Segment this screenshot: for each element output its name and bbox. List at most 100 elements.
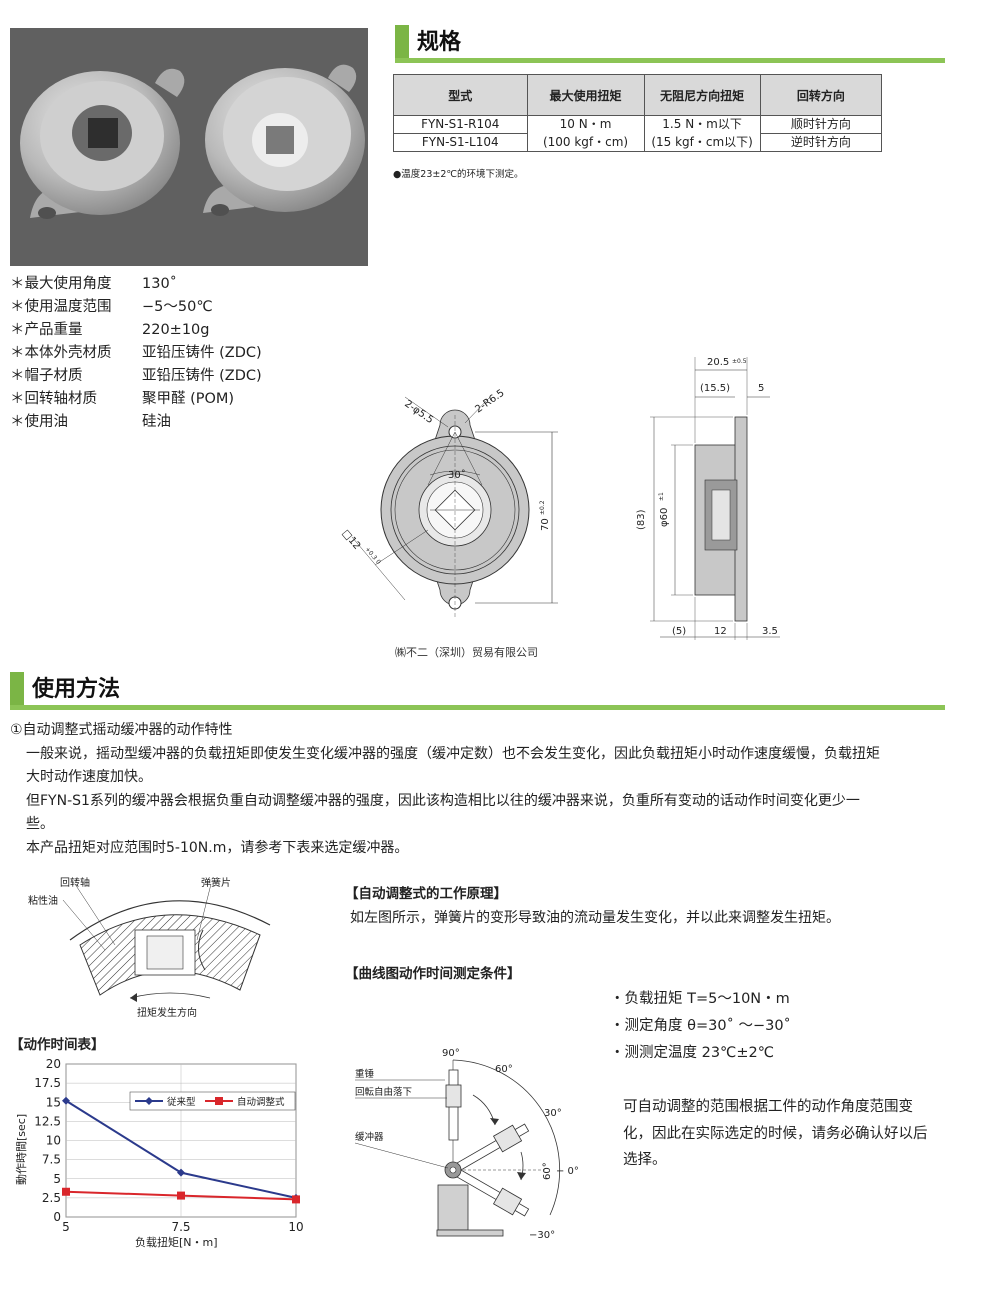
y-tick-label: 17.5 [34, 1076, 61, 1090]
legend-series-1: 自动调整式 [237, 1096, 285, 1108]
list-item: ＊帽子材质亚铅压铸件 (ZDC) [10, 365, 340, 388]
y-tick-label: 5 [53, 1172, 61, 1186]
free-torque-cell: (15 kgf・cm以下) [643, 133, 761, 152]
legend-marker-1 [215, 1097, 223, 1105]
spec-header-free-torque: 无阻尼方向扭矩 [643, 74, 761, 116]
company-label: ㈱不二（深圳）贸易有限公司 [395, 645, 538, 659]
free-torque-cell: 1.5 N・m以下 [643, 115, 761, 134]
model-cell: FYN-S1-R104 [393, 115, 528, 134]
list-item: ・测定角度 θ=30˚ 〜−30˚ [610, 1018, 791, 1034]
closing-line: 化，因此在实际选定的时候，请务必确认好以后 [623, 1125, 928, 1142]
property-value: 硅油 [142, 414, 171, 430]
list-item: ＊回转轴材质聚甲醛 (POM) [10, 388, 340, 411]
y-tick-label: 15 [46, 1095, 61, 1109]
chart-series [62, 1096, 300, 1204]
inner-angle-label: 60° [542, 1162, 553, 1180]
direction-cell: 顺时针方向 [759, 115, 883, 134]
property-value: 亚铅压铸件 (ZDC) [142, 368, 262, 384]
property-label: ＊本体外壳材质 [10, 345, 112, 361]
legend-series-0: 従来型 [167, 1096, 196, 1108]
spring-label: 弹簧片 [201, 876, 231, 889]
spec-header-model: 型式 [393, 74, 528, 116]
technical-drawing: 2-φ5.5 2-R6.5 30˚ □12 +0.3 0 70 ±0.2 20.… [340, 357, 780, 659]
measure-closing: 可自动调整的范围根据工件的动作角度范围变 化，因此在实际选定的时候，请务必确认好… [623, 1094, 928, 1174]
list-item: ＊使用油硅油 [10, 411, 340, 434]
legend-marker-0 [145, 1097, 153, 1105]
data-point [177, 1168, 185, 1177]
section-rule [395, 58, 945, 63]
list-item: ＊使用温度范围 −5～50℃ [10, 296, 340, 319]
data-point [177, 1191, 185, 1200]
angle-0-label: − 0° [556, 1166, 579, 1177]
bottom-dim-c: 3.5 [762, 626, 778, 637]
y-tick-label: 2.5 [42, 1191, 61, 1205]
angle-60-label: 60° [495, 1064, 513, 1075]
y-tick-label: 10 [46, 1134, 61, 1148]
closing-line: 选择。 [623, 1152, 667, 1168]
list-item: ・测测定温度 23℃±2℃ [610, 1045, 775, 1061]
property-label: ＊最大使用角度 [10, 276, 112, 292]
chart-title: 【动作时间表】 [10, 1037, 105, 1053]
chart-ylabel: 動作時間[sec] [14, 1114, 28, 1185]
angle-90-label: 90° [442, 1048, 460, 1059]
spec-header-direction: 回转方向 [759, 74, 883, 116]
x-tick-label: 7.5 [171, 1220, 190, 1234]
list-item: ・负载扭矩 T=5〜10N・m [610, 991, 790, 1007]
x-tick-label: 10 [288, 1220, 303, 1234]
spec-table-header-row: 型式 最大使用扭矩 无阻尼方向扭矩 回转方向 [393, 74, 883, 116]
chart-legend: 従来型 自动调整式 [129, 1091, 296, 1111]
list-item: ＊最大使用角度 130˚ [10, 273, 340, 296]
section-rule [10, 705, 945, 710]
square-label: □12 [340, 528, 363, 552]
hole-label: 2-φ5.5 [402, 398, 435, 426]
property-value: 聚甲醛 (POM) [142, 391, 235, 407]
usage-paragraph: 一般来说，摇动型缓冲器的负载扭矩即使发生变化缓冲器的强度（缓冲定数）也不会发生变… [26, 745, 880, 762]
direction-cell: 逆时针方向 [759, 133, 883, 152]
property-value: 220±10g [142, 322, 210, 338]
data-point [62, 1096, 70, 1105]
side-view: 20.5 ±0.5 (15.5) 5 (83) φ60 ±1 (5) 12 3.… [636, 357, 780, 640]
square-tolerance: +0.3 0 [363, 546, 382, 566]
usage-paragraph: 些。 [26, 816, 54, 832]
y-tick-label: 0 [53, 1210, 61, 1224]
y-tick-label: 12.5 [34, 1114, 61, 1128]
data-point [62, 1187, 70, 1196]
measure-title: 【曲线图动作时间测定条件】 [345, 966, 521, 982]
data-point [292, 1195, 300, 1204]
diameter-tolerance: ±1 [658, 492, 665, 501]
inner-width-label: (15.5) [700, 383, 730, 394]
overall-label: (83) [636, 509, 647, 530]
principle-title: 【自动调整式的工作原理】 [345, 886, 507, 902]
product-photo [10, 28, 368, 266]
height-label: 70 [540, 518, 551, 531]
model-cell: FYN-S1-L104 [393, 133, 528, 152]
property-value: −5～50℃ [142, 299, 213, 315]
bottom-dim-a: (5) [672, 626, 686, 637]
property-value: 130˚ [142, 276, 177, 292]
pendulum-diagram: 90° 60° 30° − 0° −30° 60° 重锤 回転自由落下 缓冲器 [354, 1048, 579, 1241]
principle-text: 如左图所示，弹簧片的变形导致油的流动量发生变化，并以此来调整发生扭矩。 [350, 910, 840, 926]
width-label: 20.5 [707, 357, 729, 368]
x-tick-label: 5 [62, 1220, 70, 1234]
usage-paragraph: 大时动作速度加快。 [26, 769, 152, 785]
chart-grid [65, 1063, 297, 1218]
weight-label: 重锤 [355, 1068, 375, 1080]
torque-cell: 10 N・m [526, 115, 645, 134]
principle-diagram: 回转轴 弹簧片 粘性油 扭矩发生方向 [28, 876, 271, 1019]
section-marker [10, 672, 24, 708]
measure-conditions: ・负载扭矩 T=5〜10N・m ・测定角度 θ=30˚ 〜−30˚ ・测测定温度… [610, 986, 791, 1067]
spec-note: ●温度23±2℃的环境下测定。 [393, 169, 524, 180]
bottom-dim-b: 12 [714, 626, 727, 637]
spec-section-header: 规格 [395, 25, 945, 63]
angle-label: 30˚ [448, 469, 466, 481]
y-tick-label: 7.5 [42, 1153, 61, 1167]
chart-xlabel: 负载扭矩[N・m] [135, 1235, 218, 1249]
list-item: ＊本体外壳材质亚铅压铸件 (ZDC) [10, 342, 340, 365]
shaft-label: 回转轴 [60, 876, 90, 889]
usage-paragraph: 但FYN-S1系列的缓冲器会根据负重自动调整缓冲器的强度，因此该构造相比以往的缓… [26, 792, 860, 809]
table-row: FYN-S1-R104 10 N・m 1.5 N・m以下 顺时针方向 [393, 115, 883, 134]
property-label: ＊使用温度范围 [10, 299, 112, 315]
usage-section-header: 使用方法 [10, 672, 945, 710]
